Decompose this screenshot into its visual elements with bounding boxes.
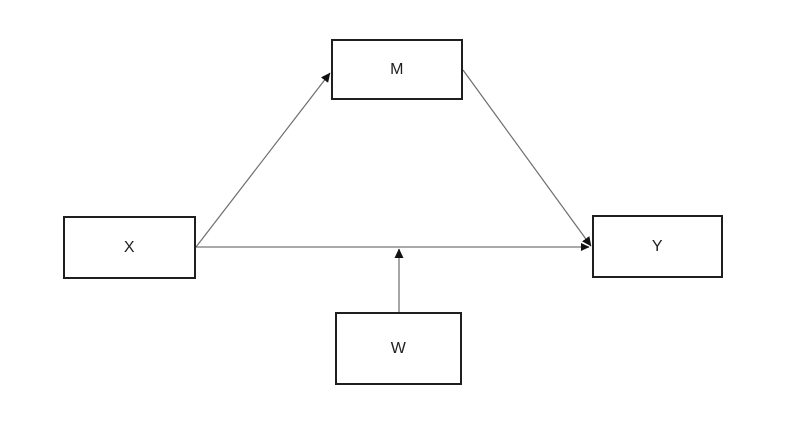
node-x-label: X	[123, 238, 136, 256]
node-w-label: W	[390, 339, 407, 357]
node-y-box: Y	[592, 215, 723, 278]
node-y-label: Y	[651, 237, 664, 255]
edge-m-to-y	[462, 69, 592, 247]
node-w-box: W	[335, 312, 462, 385]
node-m-box: M	[331, 39, 463, 100]
node-x-box: X	[63, 216, 196, 279]
edge-x-to-m	[195, 72, 331, 248]
node-m-label: M	[390, 60, 404, 78]
